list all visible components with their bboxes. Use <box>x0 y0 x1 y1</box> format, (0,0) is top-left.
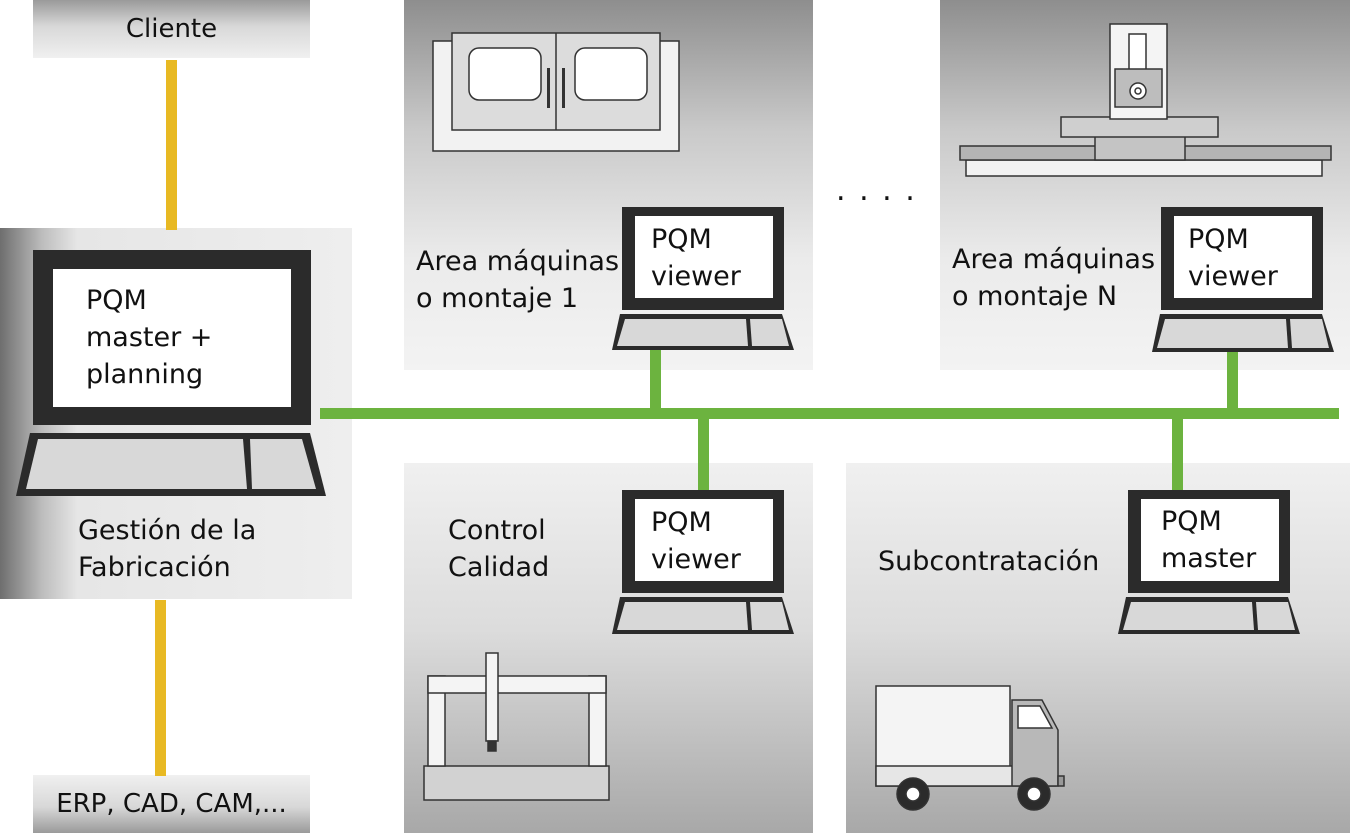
areaN-screen-text: PQM viewer <box>1188 221 1278 295</box>
area1-screen-line1: PQM <box>651 224 712 255</box>
erp-label: ERP, CAD, CAM,... <box>56 789 287 819</box>
area1-screen-line2: viewer <box>651 261 741 292</box>
ellipsis-text: . . . . <box>836 173 917 208</box>
cmm-machine-icon <box>423 652 610 801</box>
areaN-caption: Area máquinas o montaje N <box>952 241 1155 315</box>
client-link-line <box>166 60 177 230</box>
client-label: Cliente <box>125 14 218 44</box>
quality-caption-line1: Control <box>448 515 546 546</box>
area1-caption: Area máquinas o montaje 1 <box>416 243 619 317</box>
truck-icon <box>875 685 1065 811</box>
main-caption-line2: Fabricación <box>78 552 231 583</box>
main-screen-line3: planning <box>86 359 204 390</box>
gantry-machine-icon <box>959 23 1332 177</box>
subcontract-laptop-icon <box>1118 490 1300 634</box>
areaN-screen-line1: PQM <box>1188 224 1249 255</box>
areaN-screen-line2: viewer <box>1188 261 1278 292</box>
main-laptop-icon <box>16 250 326 496</box>
erp-link-line <box>155 600 166 776</box>
areaN-caption-line2: o montaje N <box>952 281 1118 312</box>
machine-cabinet-icon <box>432 32 680 152</box>
main-screen-text: PQM master + planning <box>86 282 212 393</box>
main-screen-line1: PQM <box>86 285 147 316</box>
subcontract-screen-line2: master <box>1161 543 1257 574</box>
main-caption-line1: Gestión de la <box>78 515 257 546</box>
client-box: Cliente <box>33 0 310 58</box>
main-caption: Gestión de la Fabricación <box>78 512 256 586</box>
area1-screen-text: PQM viewer <box>651 221 741 295</box>
quality-caption-line2: Calidad <box>448 552 550 583</box>
subcontract-screen-text: PQM master <box>1161 503 1256 577</box>
quality-caption: Control Calidad <box>448 512 549 586</box>
subcontract-screen-line1: PQM <box>1161 506 1222 537</box>
network-lines <box>320 350 1339 494</box>
quality-screen-text: PQM viewer <box>651 504 741 578</box>
area1-caption-line1: Area máquinas <box>416 246 620 277</box>
areaN-laptop-icon <box>1152 207 1334 352</box>
erp-box: ERP, CAD, CAM,... <box>33 775 310 833</box>
quality-screen-line2: viewer <box>651 544 741 575</box>
main-screen-line2: master + <box>86 322 213 353</box>
areaN-caption-line1: Area máquinas <box>952 244 1156 275</box>
area1-caption-line2: o montaje 1 <box>416 283 579 314</box>
quality-laptop-icon <box>612 490 794 634</box>
quality-screen-line1: PQM <box>651 507 712 538</box>
area1-laptop-icon <box>612 207 794 350</box>
subcontract-caption: Subcontratación <box>878 546 1100 577</box>
